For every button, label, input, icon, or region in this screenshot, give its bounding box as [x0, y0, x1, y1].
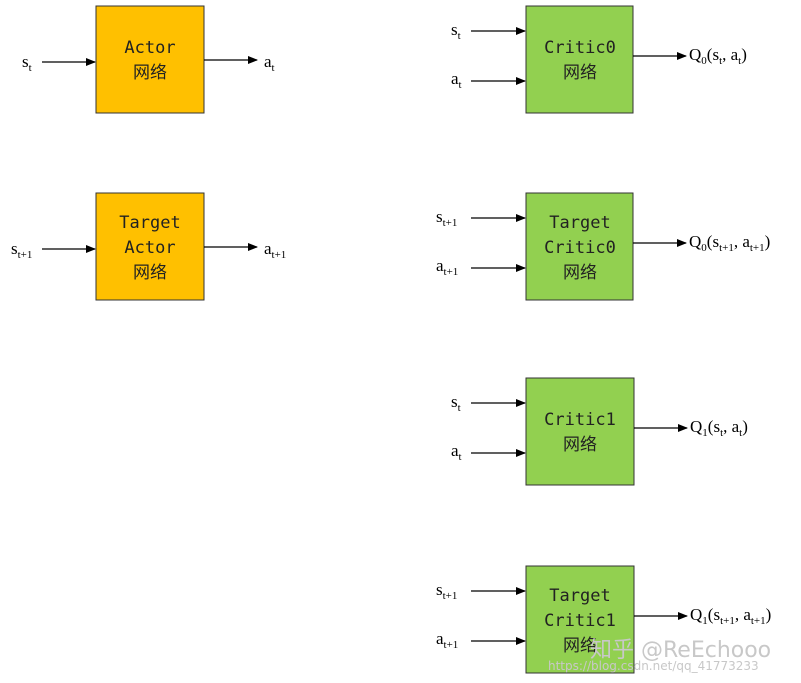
label-part: Q — [689, 45, 701, 64]
label-part: a — [436, 256, 444, 275]
label-part: , a — [722, 45, 739, 64]
label-part: (s — [708, 605, 720, 624]
label-part: Q — [690, 605, 702, 624]
target-actor-box-line-2: Actor — [124, 238, 175, 258]
label-part: a — [451, 69, 459, 88]
target-critic0-box-line-1: Target — [549, 213, 610, 233]
label-target-critic1-input-s: st+1 — [436, 580, 457, 602]
label-target-critic0-input-s: st+1 — [436, 207, 457, 229]
watermark-url: https://blog.csdn.net/qq_41773233 — [548, 659, 759, 673]
target-critic1-box-line-3: 网络 — [563, 636, 597, 656]
label-part: t+1 — [751, 615, 766, 627]
label-target-actor-input: st+1 — [11, 239, 32, 261]
label-part: t — [458, 402, 461, 414]
label-target-actor-output: at+1 — [264, 239, 286, 261]
critic1-box-line-1: Critic1 — [544, 410, 616, 430]
target-actor-box-line-1: Target — [119, 213, 180, 233]
label-target-critic1-output: Q1(st+1, at+1) — [690, 605, 771, 627]
label-part: t — [459, 79, 462, 91]
label-part: ) — [741, 45, 747, 64]
label-part: t+1 — [444, 639, 459, 651]
critic1-box-line-2: 网络 — [563, 435, 597, 455]
label-critic1-input-a: at — [451, 441, 462, 463]
label-part: t — [719, 55, 722, 67]
label-critic0-input-s: st — [451, 20, 461, 42]
watermark-main: 知乎 @ReEchooo — [590, 638, 771, 663]
label-part: a — [451, 441, 459, 460]
label-part: ) — [765, 232, 771, 251]
label-part: s — [22, 52, 29, 71]
label-critic0-output: Q0(st, at) — [689, 45, 747, 67]
label-part: , a — [723, 417, 740, 436]
label-part: s — [436, 580, 443, 599]
label-part: t — [29, 62, 32, 74]
label-part: ) — [742, 417, 748, 436]
label-part: 1 — [702, 615, 708, 627]
label-part: t — [272, 62, 275, 74]
label-actor-output: at — [264, 52, 275, 74]
target-critic0-network-box: Target Critic0 网络 — [525, 192, 634, 301]
label-part: t — [459, 451, 462, 463]
label-part: t+1 — [272, 249, 287, 261]
label-actor-input: st — [22, 52, 32, 74]
target-actor-box-line-3: 网络 — [133, 263, 167, 283]
label-part: a — [264, 52, 272, 71]
label-part: 1 — [702, 427, 708, 439]
label-part: s — [451, 20, 458, 39]
actor-box-line-2: 网络 — [133, 63, 167, 83]
label-part: t+1 — [443, 590, 458, 602]
label-part: a — [264, 239, 272, 258]
label-part: t+1 — [750, 242, 765, 254]
label-part: t — [720, 427, 723, 439]
label-part: a — [436, 629, 444, 648]
critic0-network-box: Critic0 网络 — [525, 5, 634, 114]
actor-box-line-1: Actor — [124, 38, 175, 58]
label-critic0-input-a: at — [451, 69, 462, 91]
label-part: t — [458, 30, 461, 42]
label-part: t+1 — [443, 217, 458, 229]
label-part: (s — [708, 417, 720, 436]
target-critic1-network-box: Target Critic1 网络 — [525, 565, 635, 674]
target-actor-network-box: Target Actor 网络 — [95, 192, 205, 301]
label-part: s — [11, 239, 18, 258]
label-part: t — [739, 427, 742, 439]
label-part: Q — [689, 232, 701, 251]
target-critic1-box-line-2: Critic1 — [544, 611, 616, 631]
target-critic0-box-line-3: 网络 — [563, 263, 597, 283]
label-part: t+1 — [18, 249, 33, 261]
label-critic1-input-s: st — [451, 392, 461, 414]
label-part: s — [451, 392, 458, 411]
label-part: Q — [690, 417, 702, 436]
target-critic1-box-line-1: Target — [549, 586, 610, 606]
label-part: (s — [707, 45, 719, 64]
label-part: t+1 — [719, 242, 734, 254]
label-part: , a — [734, 232, 751, 251]
label-part: s — [436, 207, 443, 226]
label-part: 0 — [701, 55, 707, 67]
critic0-box-line-1: Critic0 — [544, 38, 616, 58]
actor-network-box: Actor 网络 — [95, 5, 205, 114]
critic1-network-box: Critic1 网络 — [525, 377, 635, 486]
label-part: ) — [766, 605, 772, 624]
label-part: t — [738, 55, 741, 67]
label-critic1-output: Q1(st, at) — [690, 417, 748, 439]
label-target-critic0-output: Q0(st+1, at+1) — [689, 232, 770, 254]
arrows — [42, 27, 688, 645]
label-part: t+1 — [444, 266, 459, 278]
label-part: (s — [707, 232, 719, 251]
label-part: 0 — [701, 242, 707, 254]
label-part: t+1 — [720, 615, 735, 627]
label-part: , a — [735, 605, 752, 624]
label-target-critic1-input-a: at+1 — [436, 629, 458, 651]
target-critic0-box-line-2: Critic0 — [544, 238, 616, 258]
label-target-critic0-input-a: at+1 — [436, 256, 458, 278]
critic0-box-line-2: 网络 — [563, 63, 597, 83]
